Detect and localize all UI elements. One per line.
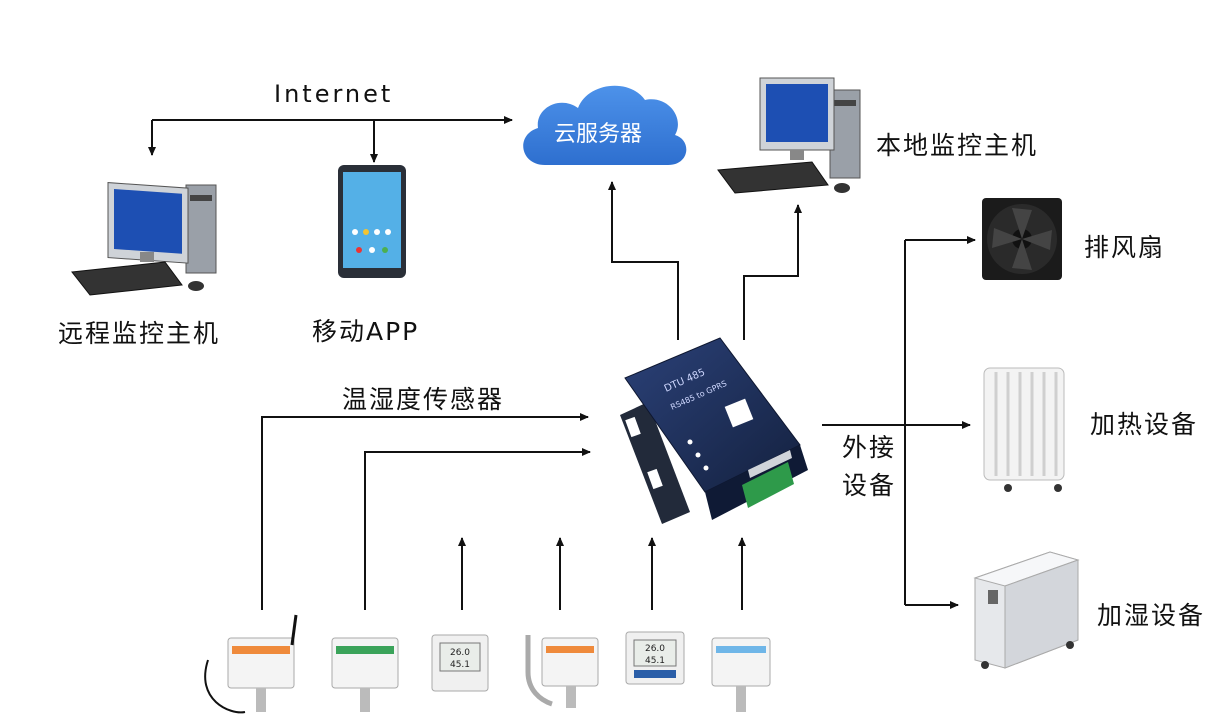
external-devices-label-line2: 设备 [842, 471, 897, 500]
cloud-icon [523, 85, 687, 165]
sensor-label: 温湿度传感器 [342, 385, 505, 414]
dtu-gateway-device: DTU 485 RS485 to GPRS [620, 337, 808, 524]
arrow-gateway-to-cloud [608, 181, 679, 340]
sensor-3-display: 26.0 45.1 [431, 634, 489, 692]
remote-host-label: 远程监控主机 [58, 319, 221, 348]
mobile-phone-icon [338, 165, 406, 278]
sensor-4-icon [525, 635, 599, 708]
local-computer-icon [717, 77, 861, 194]
sensor-3-line1: 26.0 [450, 648, 470, 658]
heater-label: 加热设备 [1090, 410, 1199, 439]
sensor-1-icon [204, 614, 298, 714]
internet-label: Internet [274, 80, 394, 108]
humidifier-icon [973, 551, 1080, 669]
sensor-5-display: 26.0 45.1 [625, 631, 685, 685]
sensor-6-icon [711, 637, 771, 712]
arrow-sensor2 [364, 448, 591, 610]
cloud-label: 云服务器 [554, 122, 642, 147]
sensor-3-line2: 45.1 [450, 660, 470, 670]
external-devices-label-line1: 外接 [842, 433, 897, 462]
cloud-server: 云服务器 [523, 85, 687, 165]
sensor-2-icon [331, 637, 399, 712]
mobile-app-label: 移动APP [312, 317, 420, 346]
fan-label: 排风扇 [1084, 233, 1166, 262]
fan-icon [982, 198, 1062, 280]
sensor-5-line2: 45.1 [645, 656, 665, 666]
sensor-5-line1: 26.0 [645, 644, 665, 654]
humidifier-label: 加湿设备 [1097, 601, 1206, 630]
arrow-gateway-to-local [743, 204, 802, 340]
connection-lines [148, 116, 976, 610]
heater-icon [983, 367, 1065, 492]
arrow-sensor1 [261, 413, 589, 610]
remote-computer-icon [71, 182, 217, 296]
local-host-label: 本地监控主机 [876, 131, 1039, 160]
